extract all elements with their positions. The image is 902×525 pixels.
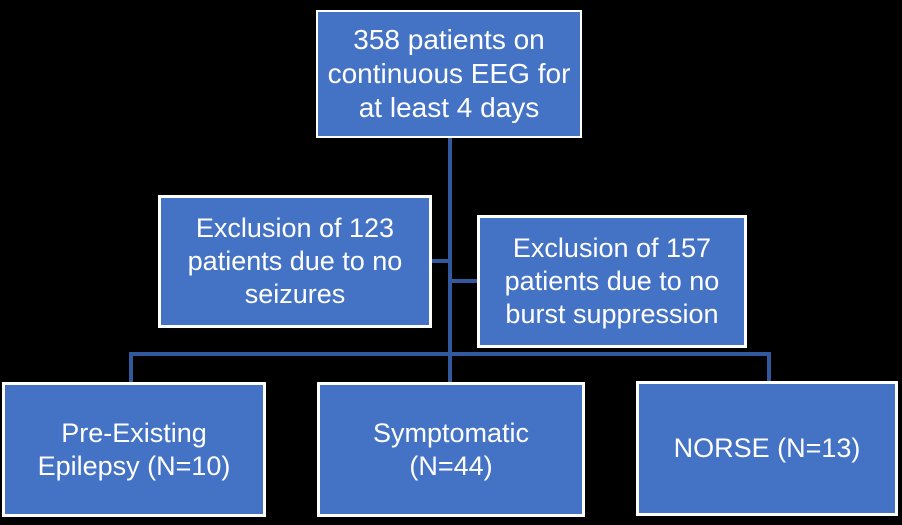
node-exclusion-no-burst-suppression: Exclusion of 157 patients due to no burs… [477, 215, 747, 348]
node-norse: NORSE (N=13) [636, 381, 898, 516]
node-symptomatic: Symptomatic (N=44) [317, 382, 585, 517]
connector-exclusion-left [430, 259, 448, 263]
connector-drop-right [767, 352, 771, 383]
node-exclusion-no-seizures-label: Exclusion of 123 patients due to no seiz… [187, 213, 403, 309]
node-exclusion-no-burst-suppression-label: Exclusion of 157 patients due to no burs… [504, 233, 720, 329]
node-symptomatic-label: Symptomatic (N=44) [372, 417, 530, 481]
connector-branch-horizontal [129, 352, 771, 356]
connector-main-vertical [448, 138, 452, 384]
node-pre-existing-epilepsy: Pre-Existing Epilepsy (N=10) [2, 382, 266, 517]
node-total-patients-label: 358 patients on continuous EEG for at le… [327, 23, 571, 124]
connector-drop-left [129, 352, 133, 384]
node-pre-existing-epilepsy-label: Pre-Existing Epilepsy (N=10) [37, 417, 231, 481]
node-exclusion-no-seizures: Exclusion of 123 patients due to no seiz… [158, 195, 432, 328]
node-norse-label: NORSE (N=13) [673, 433, 861, 464]
node-total-patients: 358 patients on continuous EEG for at le… [316, 10, 582, 138]
connector-exclusion-right [452, 279, 477, 283]
